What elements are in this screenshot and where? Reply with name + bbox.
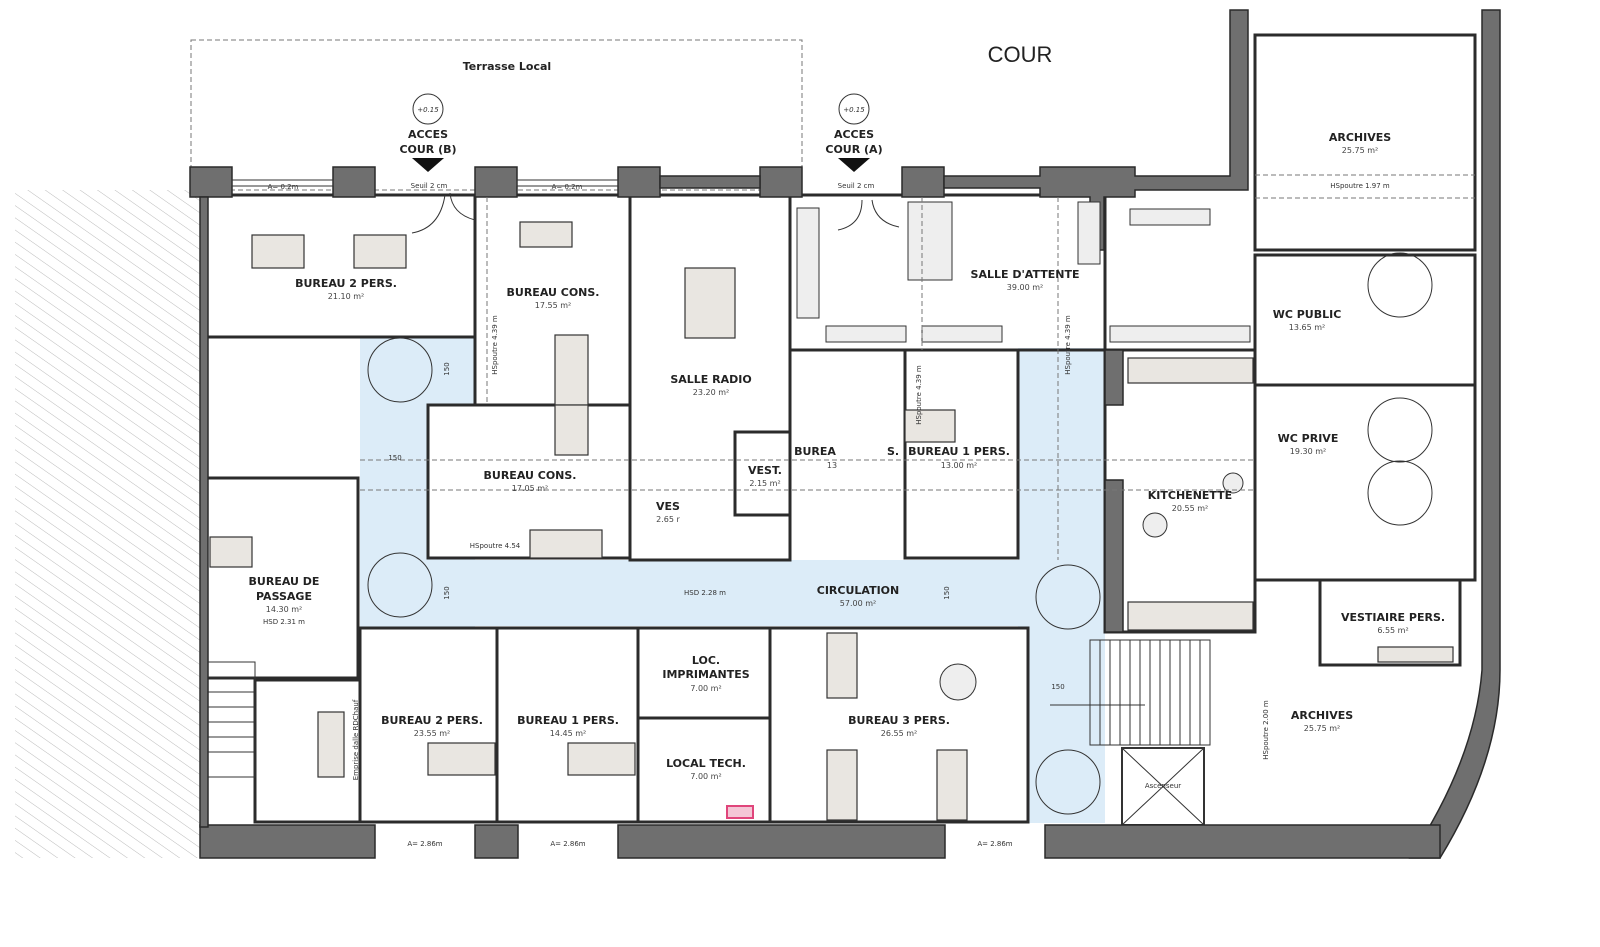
svg-text:14.45 m²: 14.45 m²: [550, 729, 586, 738]
svg-text:13.00 m²: 13.00 m²: [941, 461, 977, 470]
staircase-right: [1050, 639, 1211, 746]
svg-text:150: 150: [1051, 683, 1064, 691]
svg-text:S.: S.: [887, 445, 899, 458]
svg-text:20.55 m²: 20.55 m²: [1172, 504, 1208, 513]
svg-text:BUREAU CONS.: BUREAU CONS.: [507, 286, 600, 299]
entry-arrow-icon: [412, 158, 444, 172]
svg-text:BUREAU 1 PERS.: BUREAU 1 PERS.: [517, 714, 619, 727]
svg-text:26.55 m²: 26.55 m²: [881, 729, 917, 738]
svg-text:A= 2.86m: A= 2.86m: [550, 840, 585, 848]
svg-text:BUREAU 3 PERS.: BUREAU 3 PERS.: [848, 714, 950, 727]
svg-text:2.65 r: 2.65 r: [656, 515, 680, 524]
svg-text:BUREAU DE: BUREAU DE: [249, 575, 320, 588]
svg-text:PASSAGE: PASSAGE: [256, 590, 312, 603]
svg-text:25.75 m²: 25.75 m²: [1304, 724, 1340, 733]
svg-text:A= 0.2m: A= 0.2m: [552, 183, 583, 191]
access-b: +0.15 ACCES COUR (B) Seuil 2 cm: [399, 93, 476, 234]
svg-text:SALLE RADIO: SALLE RADIO: [670, 373, 751, 386]
svg-text:23.55 m²: 23.55 m²: [414, 729, 450, 738]
svg-text:HSpoutre 2.00 m: HSpoutre 2.00 m: [1262, 700, 1270, 760]
svg-text:IMPRIMANTES: IMPRIMANTES: [662, 668, 749, 681]
svg-text:VEST.: VEST.: [748, 464, 782, 477]
room-outlines: [203, 33, 1477, 824]
alarm-panel: [726, 805, 754, 819]
entry-arrow-icon: [838, 158, 870, 172]
elevator-label: Ascenseur: [1145, 782, 1181, 790]
dimension-annotations: A= 0.2m A= 0.2m A= 2.86m A= 2.86m A= 2.8…: [268, 183, 1270, 848]
svg-text:LOC.: LOC.: [692, 654, 720, 667]
svg-text:Seuil 2 cm: Seuil 2 cm: [411, 182, 448, 190]
svg-text:VES: VES: [656, 500, 680, 513]
svg-text:Seuil 2 cm: Seuil 2 cm: [838, 182, 875, 190]
room-labels: BUREAU 2 PERS. 21.10 m² BUREAU CONS. 17.…: [249, 131, 1446, 781]
access-a: +0.15 ACCES COUR (A) Seuil 2 cm: [825, 93, 900, 231]
svg-text:14.30 m²: 14.30 m²: [266, 605, 302, 614]
svg-text:ACCES: ACCES: [834, 128, 874, 141]
furniture: [209, 201, 1454, 821]
circulation-area: [360, 338, 1105, 823]
svg-text:21.10 m²: 21.10 m²: [328, 292, 364, 301]
neighbour-hatch: [15, 190, 200, 858]
svg-text:ARCHIVES: ARCHIVES: [1329, 131, 1391, 144]
svg-text:BUREA: BUREA: [794, 445, 836, 458]
beam-lines: [360, 174, 1475, 560]
svg-text:HSD 2.28 m: HSD 2.28 m: [684, 589, 726, 597]
svg-text:HSpoutre 1.97 m: HSpoutre 1.97 m: [1330, 182, 1390, 190]
svg-text:150: 150: [943, 586, 951, 599]
window-openings: [231, 179, 619, 187]
svg-text:WC PRIVE: WC PRIVE: [1278, 432, 1339, 445]
svg-text:2.15 m²: 2.15 m²: [749, 479, 780, 488]
svg-text:17.55 m²: 17.55 m²: [535, 301, 571, 310]
svg-text:VESTIAIRE PERS.: VESTIAIRE PERS.: [1341, 611, 1445, 624]
svg-text:150: 150: [443, 362, 451, 375]
walls: [189, 9, 1501, 859]
svg-text:A= 0.2m: A= 0.2m: [268, 183, 299, 191]
svg-text:+0.15: +0.15: [417, 106, 439, 114]
svg-text:ARCHIVES: ARCHIVES: [1291, 709, 1353, 722]
svg-text:A= 2.86m: A= 2.86m: [977, 840, 1012, 848]
svg-text:150: 150: [443, 586, 451, 599]
svg-text:SALLE D'ATTENTE: SALLE D'ATTENTE: [971, 268, 1080, 281]
svg-text:57.00 m²: 57.00 m²: [840, 599, 876, 608]
svg-text:BUREAU 2 PERS.: BUREAU 2 PERS.: [295, 277, 397, 290]
svg-text:Emprise dalle RDChauf: Emprise dalle RDChauf: [352, 699, 360, 780]
svg-text:+0.15: +0.15: [843, 106, 865, 114]
svg-text:6.55 m²: 6.55 m²: [1377, 626, 1408, 635]
svg-text:HSpoutre 4.39 m: HSpoutre 4.39 m: [491, 315, 499, 375]
svg-text:13: 13: [827, 461, 837, 470]
svg-text:HSD 2.31 m: HSD 2.31 m: [263, 618, 305, 626]
svg-text:BUREAU 2 PERS.: BUREAU 2 PERS.: [381, 714, 483, 727]
svg-text:150: 150: [388, 454, 401, 462]
svg-text:25.75 m²: 25.75 m²: [1342, 146, 1378, 155]
svg-text:ACCES: ACCES: [408, 128, 448, 141]
svg-text:HSpoutre 4.39 m: HSpoutre 4.39 m: [915, 365, 923, 425]
svg-text:BUREAU 1 PERS.: BUREAU 1 PERS.: [908, 445, 1010, 458]
svg-text:COUR (B): COUR (B): [399, 143, 456, 156]
svg-text:COUR (A): COUR (A): [825, 143, 882, 156]
terrace-label: Terrasse Local: [463, 60, 551, 73]
svg-text:17.05 m²: 17.05 m²: [512, 484, 548, 493]
svg-text:LOCAL TECH.: LOCAL TECH.: [666, 757, 746, 770]
svg-text:CIRCULATION: CIRCULATION: [817, 584, 899, 597]
elevator: Ascenseur: [1121, 747, 1205, 826]
svg-text:13.65 m²: 13.65 m²: [1289, 323, 1325, 332]
svg-text:7.00 m²: 7.00 m²: [690, 684, 721, 693]
svg-text:39.00 m²: 39.00 m²: [1007, 283, 1043, 292]
level-marker: [838, 93, 870, 125]
svg-text:BUREAU CONS.: BUREAU CONS.: [484, 469, 577, 482]
svg-text:7.00 m²: 7.00 m²: [690, 772, 721, 781]
level-marker: [412, 93, 444, 125]
svg-text:19.30 m²: 19.30 m²: [1290, 447, 1326, 456]
svg-text:WC PUBLIC: WC PUBLIC: [1273, 308, 1342, 321]
svg-text:KITCHENETTE: KITCHENETTE: [1148, 489, 1232, 502]
courtyard-label: COUR: [988, 42, 1053, 67]
svg-text:HSpoutre 4.39 m: HSpoutre 4.39 m: [1064, 315, 1072, 375]
svg-text:HSpoutre 4.54: HSpoutre 4.54: [470, 542, 521, 550]
svg-text:23.20 m²: 23.20 m²: [693, 388, 729, 397]
svg-text:A= 2.86m: A= 2.86m: [407, 840, 442, 848]
